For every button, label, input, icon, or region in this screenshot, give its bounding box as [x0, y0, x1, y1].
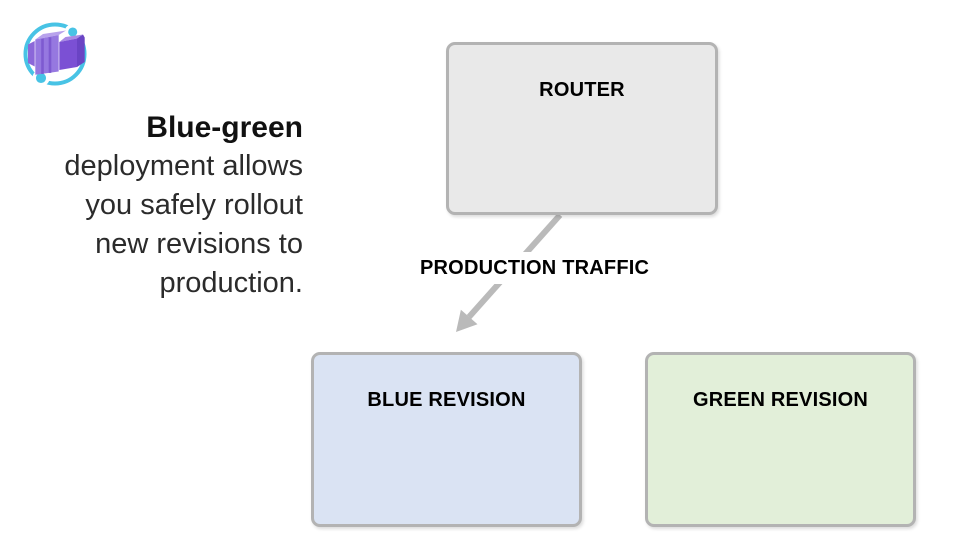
tagline: Blue-green deployment allows you safely … [23, 108, 303, 303]
tagline-heading: Blue-green [146, 111, 303, 144]
router-label: ROUTER [539, 79, 625, 101]
green-revision-box: GREEN REVISION [645, 352, 916, 527]
tagline-line: production. [159, 267, 304, 299]
router-box: ROUTER [446, 42, 718, 215]
tagline-line: you safely rollout [85, 189, 303, 221]
blue-revision-box: BLUE REVISION [311, 352, 582, 527]
production-traffic-label: PRODUCTION TRAFFIC [413, 252, 657, 284]
blue-revision-label: BLUE REVISION [367, 389, 526, 411]
green-revision-label: GREEN REVISION [692, 389, 869, 411]
tagline-line: new revisions to [95, 228, 303, 260]
container-apps-icon [23, 22, 87, 87]
tagline-line: deployment allows [64, 150, 303, 182]
